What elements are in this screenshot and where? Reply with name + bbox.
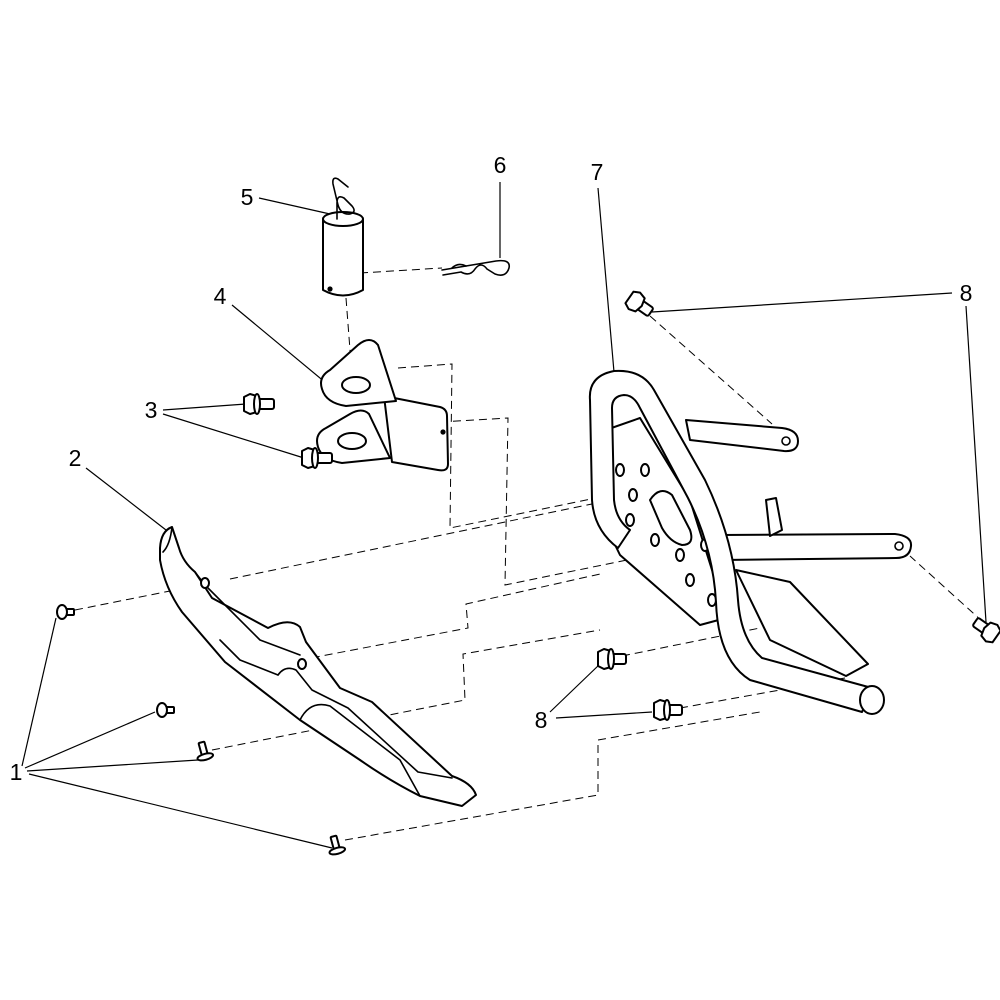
r-clip-part <box>441 259 511 276</box>
bolt-8-lower-right <box>653 699 683 721</box>
front-bumper-part <box>588 369 913 715</box>
bolt-3-lower <box>301 447 333 469</box>
bolt-3-upper <box>243 393 275 415</box>
callout-label-5: 5 <box>241 184 254 210</box>
rivet-1-c <box>196 740 215 762</box>
callout-label-7: 7 <box>591 159 604 185</box>
screw-1-a <box>56 604 75 620</box>
callout-label-8-top: 8 <box>960 280 973 306</box>
bolt-8-right <box>972 617 1000 644</box>
callout-label-3: 3 <box>145 397 158 423</box>
hitch-bracket-part <box>316 339 449 472</box>
skid-plate-part <box>159 526 477 807</box>
bolt-8-top <box>624 290 654 317</box>
rivet-1-d <box>328 834 347 856</box>
pin-part <box>322 177 364 297</box>
callout-label-2: 2 <box>69 445 82 471</box>
callout-label-4: 4 <box>214 283 227 309</box>
callout-label-1: 1 <box>10 759 23 785</box>
screw-1-b <box>156 702 175 718</box>
callout-label-8-bottom: 8 <box>535 707 548 733</box>
callout-label-6: 6 <box>494 152 507 178</box>
callout-labels: 1 2 3 4 5 6 7 8 8 <box>10 152 973 785</box>
leader-lines <box>21 182 987 849</box>
bolt-8-lower-left <box>597 648 627 670</box>
